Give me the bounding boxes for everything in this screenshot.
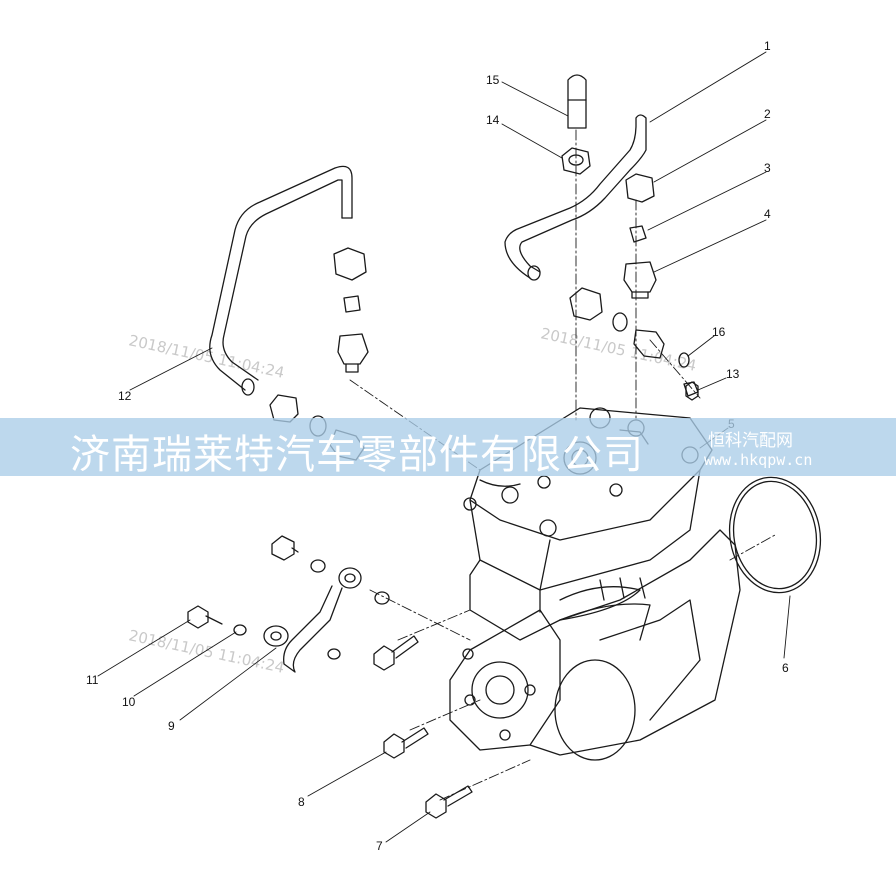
part-8-bolt	[383, 727, 429, 759]
part-9-oil-line	[187, 535, 390, 673]
leader-lines	[97, 51, 791, 843]
part-6-gasket-ring	[728, 476, 822, 594]
callout-1: 1	[764, 39, 771, 53]
watermark-site-url: www.hkqpw.cn	[704, 451, 813, 469]
watermark-company: 济南瑞莱特汽车零部件有限公司	[70, 432, 644, 478]
callout-4: 4	[764, 207, 771, 221]
callout-14: 14	[486, 113, 500, 127]
date-stamp: 2018/11/05 11:04:24	[539, 324, 698, 375]
watermark-banner: 济南瑞莱特汽车零部件有限公司 恒科汽配网 www.hkqpw.cn	[0, 418, 896, 478]
part-12-long-tube	[209, 165, 353, 396]
callout-2: 2	[764, 107, 771, 121]
callout-13: 13	[726, 367, 740, 381]
callout-15: 15	[486, 73, 500, 87]
callout-8: 8	[298, 795, 305, 809]
part-13-bolt	[685, 381, 699, 401]
part-7-bolt	[425, 785, 473, 819]
callout-3: 3	[764, 161, 771, 175]
part-14-nut	[561, 147, 591, 175]
callout-16: 16	[712, 325, 726, 339]
callout-7: 7	[376, 839, 383, 853]
callout-numbers: 1 2 3 4 5 6 7 8 9 10 11 12 13 14 15 16	[86, 39, 789, 853]
date-stamp: 2018/11/05 11:04:24	[127, 331, 286, 382]
part-1-bent-tube	[504, 114, 647, 281]
watermark-site-name: 恒科汽配网	[708, 431, 793, 451]
callout-10: 10	[122, 695, 136, 709]
date-stamp: 2018/11/05 11:04:24	[127, 626, 286, 677]
callout-12: 12	[118, 389, 132, 403]
upper-bolt	[373, 635, 419, 671]
part-15-tube-end	[567, 74, 587, 129]
callout-6: 6	[782, 661, 789, 675]
parts-2-4-fittings	[623, 173, 657, 299]
callout-9: 9	[168, 719, 175, 733]
callout-11: 11	[86, 673, 99, 687]
